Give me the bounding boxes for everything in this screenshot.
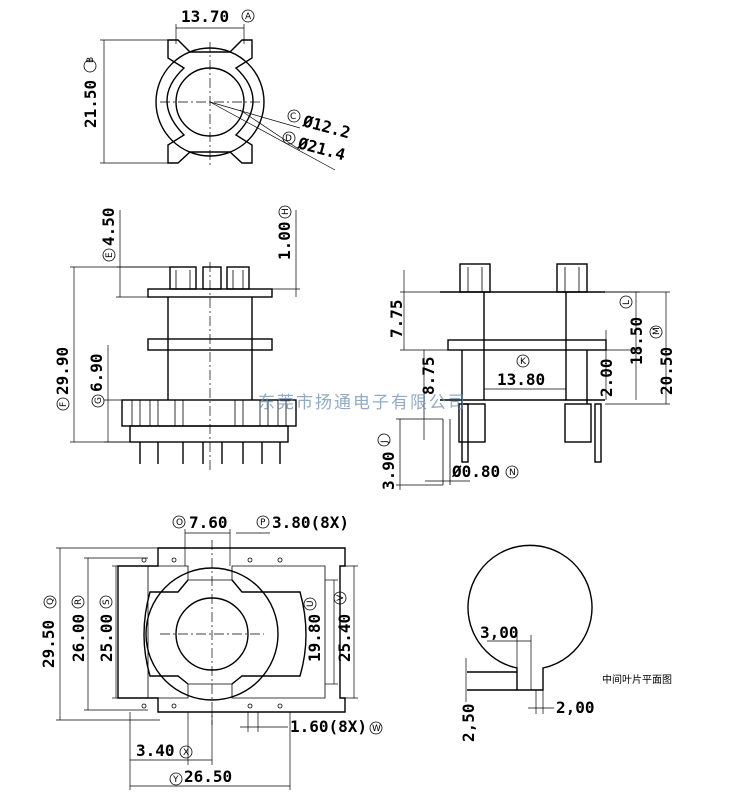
bottom-w-tag: W [372, 724, 381, 734]
top-width-label: 13.70 [181, 7, 229, 26]
top-inner-tag: C [290, 112, 296, 122]
front-k-tag: K [520, 357, 527, 367]
company-watermark: 东莞市扬通电子有限公司 [258, 393, 467, 413]
front-pin-dia: Ø0.80 [451, 462, 500, 481]
side-g-label: 6.90 [87, 353, 106, 392]
top-view-outline [166, 39, 254, 164]
flange-caption: 中间叶片平面图 [602, 673, 672, 686]
bottom-view: O 7.60 P 3.80(8X) 29.50 Q 26.00 R 25.00 … [39, 513, 383, 790]
front-o-label: 2.00 [597, 358, 616, 397]
flange-a-label: 3,00 [480, 623, 519, 642]
front-i-label: 8.75 [419, 356, 438, 395]
front-l-tag: L [622, 300, 632, 305]
bottom-p-label: 3.80(8X) [272, 513, 349, 532]
bottom-o-label: 7.60 [189, 513, 228, 532]
bottom-x-tag: X [183, 748, 189, 758]
bottom-v-label: 25.40 [335, 614, 354, 662]
bottom-o-tag: O [176, 518, 183, 528]
side-view: 4.50 E 1.00 H 29.90 F 6.90 G [53, 205, 300, 470]
bottom-u-label: 19.80 [305, 614, 324, 662]
front-n-label: 18.50 [627, 317, 646, 365]
side-f-label: 29.90 [53, 347, 72, 395]
top-view: 13.70 A 21.50 B C Ø12.2 D Ø21.4 [81, 7, 352, 171]
front-m-tag: M [652, 327, 662, 335]
front-pin-tag: N [509, 468, 516, 478]
bottom-r-label: 26.00 [69, 614, 88, 662]
flange-b-label: 2,50 [459, 703, 478, 742]
side-g-tag: G [94, 397, 104, 404]
side-e-tag: E [105, 252, 115, 258]
bottom-q-tag: Q [46, 598, 56, 605]
front-m-label: 20.50 [657, 347, 676, 395]
front-j-label: 3.90 [379, 451, 398, 490]
bottom-s-label: 25.00 [97, 614, 116, 662]
bottom-w-label: 1.60(8X) [290, 717, 367, 736]
bottom-x-label: 3.40 [136, 741, 175, 760]
bottom-r-tag: R [74, 599, 84, 605]
front-view: 7.75 8.75 3.90 J Ø0.80 N 13.80 K 2.00 18… [377, 263, 676, 490]
bottom-u-tag: U [306, 600, 316, 607]
flange-view: 2,50 3,00 2,00 [459, 544, 595, 742]
front-j-tag: J [380, 440, 390, 444]
side-e-label: 4.50 [99, 207, 118, 246]
top-height-label: 21.50 [81, 80, 100, 128]
front-k-label: 13.80 [497, 370, 545, 389]
bottom-y-tag: Y [172, 775, 179, 785]
top-outer-tag: D [285, 134, 292, 144]
side-h-label: 1.00 [275, 221, 294, 260]
bottom-y-label: 26.50 [184, 767, 232, 786]
front-l-label: 7.75 [387, 299, 406, 338]
flange-c-label: 2,00 [556, 698, 595, 717]
flange-outline [467, 544, 593, 691]
bottom-p-tag: P [260, 518, 266, 528]
top-width-tag: A [245, 12, 252, 22]
top-height-tag: B [86, 57, 96, 63]
bottom-q-label: 29.50 [39, 620, 58, 668]
bottom-s-tag: S [102, 599, 112, 605]
bottom-v-tag: V [336, 594, 346, 601]
side-f-tag: F [59, 402, 69, 407]
side-h-tag: H [281, 208, 291, 215]
